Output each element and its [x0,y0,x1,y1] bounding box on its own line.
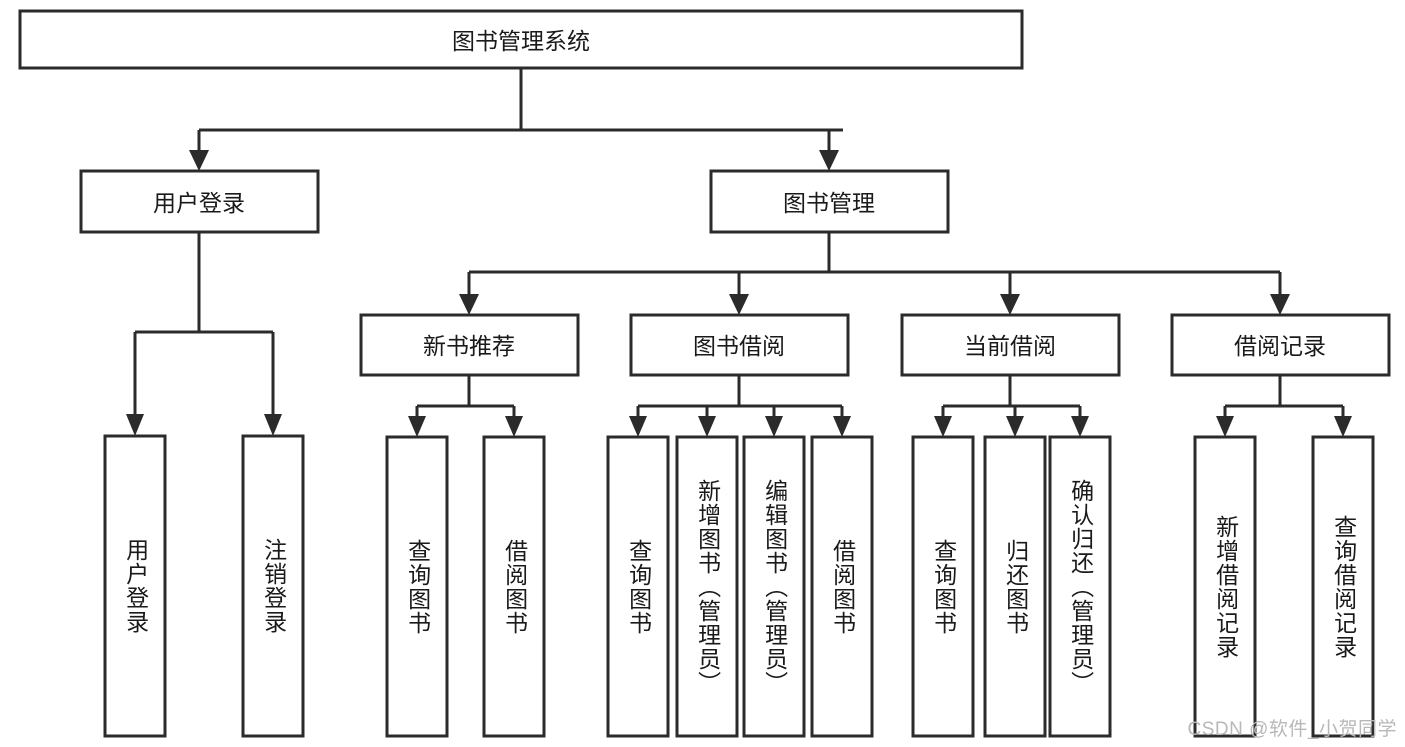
arrow-down-icon [459,294,479,315]
node-new-book-recommend-label: 新书推荐 [423,333,515,359]
node-borrow-record[interactable]: 借阅记录 [1170,313,1391,377]
arrow-down-icon [819,150,839,171]
connector-current-borrow-to-leaves [934,375,1089,437]
connector-user-login-to-leaves [126,232,282,436]
leaf-box-user-login-1[interactable] [241,434,305,738]
connector-new-book-recommend-to-leaves [408,375,523,437]
node-current-borrow-box[interactable] [900,313,1121,377]
arrow-down-icon [729,294,749,315]
leaf-box-recommend-0[interactable] [385,435,449,738]
node-current-borrow[interactable]: 当前借阅 [900,313,1121,377]
connector-book-borrow-to-leaves [629,375,851,437]
arrow-down-icon [1006,416,1024,437]
leaf-box-borrow-2[interactable] [742,435,806,738]
leaf-box-user-login-0[interactable] [103,434,167,738]
leaf-box-current-1[interactable] [983,435,1047,738]
arrow-down-icon [1334,416,1352,437]
node-user-login-box[interactable] [79,169,320,234]
node-book-manage[interactable]: 图书管理 [709,169,950,234]
node-book-borrow[interactable]: 图书借阅 [629,313,850,377]
node-book-borrow-label: 图书借阅 [693,333,785,359]
arrow-down-icon [833,416,851,437]
arrow-down-icon [765,416,783,437]
node-current-borrow-label: 当前借阅 [964,333,1056,359]
arrow-down-icon [126,414,144,436]
leaf-box-current-2[interactable] [1048,435,1112,738]
arrow-down-icon [264,414,282,436]
arrow-down-icon [1071,416,1089,437]
node-borrow-record-label: 借阅记录 [1234,333,1326,359]
arrow-down-icon [408,416,426,437]
arrow-down-icon [505,416,523,437]
connector-borrow-record-to-leaves [1216,375,1352,437]
arrow-down-icon [934,416,952,437]
node-root[interactable]: 图书管理系统 [18,9,1024,70]
leaf-box-borrow-3[interactable] [810,435,874,738]
arrow-down-icon [189,150,209,171]
watermark-text: CSDN @软件_小贺同学 [1187,719,1397,740]
connector-root-to-level2 [189,68,843,171]
node-new-book-recommend-box[interactable] [359,313,580,377]
leaf-box-recommend-1[interactable] [482,435,546,738]
arrow-down-icon [1216,416,1234,437]
node-root-label: 图书管理系统 [452,28,590,54]
arrow-down-icon [698,416,716,437]
arrow-down-icon [1000,294,1020,315]
connector-book-manage-to-level3 [459,232,1290,315]
leaf-box-current-0[interactable] [911,435,975,738]
node-book-manage-label: 图书管理 [783,190,875,216]
arrow-down-icon [629,416,647,437]
node-root-box[interactable] [18,9,1024,70]
arrow-down-icon [1270,294,1290,315]
leaf-box-borrow-0[interactable] [606,435,670,738]
leaf-box-record-1[interactable] [1311,435,1375,738]
node-user-login-label: 用户登录 [153,190,245,216]
node-new-book-recommend[interactable]: 新书推荐 [359,313,580,377]
leaf-box-record-0[interactable] [1193,435,1257,738]
leaf-box-borrow-1[interactable] [675,435,739,738]
node-user-login[interactable]: 用户登录 [79,169,320,234]
